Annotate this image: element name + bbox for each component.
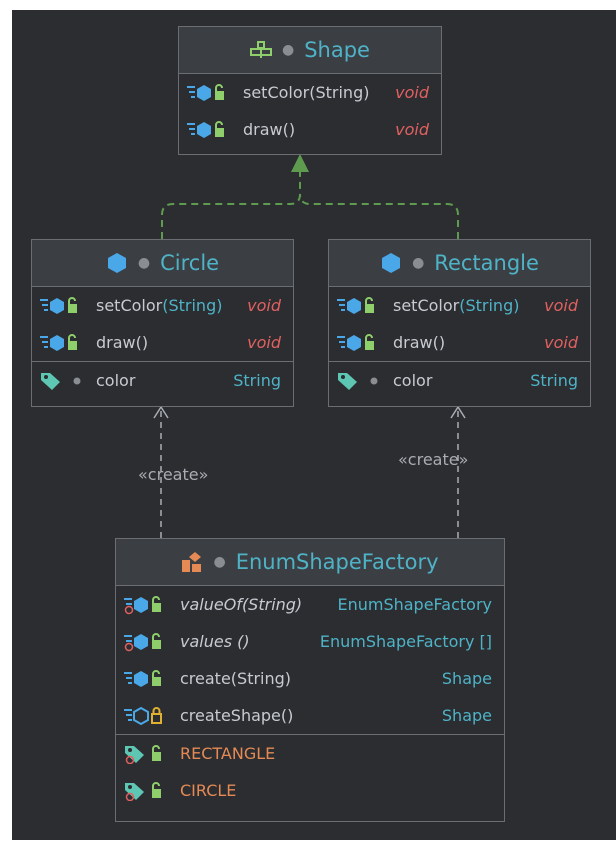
return-type: Shape xyxy=(441,669,492,688)
enum-icon xyxy=(182,552,202,572)
public-method-icon xyxy=(337,334,374,351)
visibility-dot-icon: ● xyxy=(137,255,151,271)
method-name: setColor xyxy=(243,83,310,102)
method-name: draw xyxy=(393,333,433,352)
circle-method-setcolor[interactable]: setColor(String) void xyxy=(32,287,293,324)
public-method-icon xyxy=(337,297,374,314)
method-params: (String) xyxy=(459,296,520,315)
method-name: setColor xyxy=(393,296,460,315)
field-tag-icon xyxy=(338,373,378,390)
interface-icon xyxy=(250,41,272,58)
shape-method-setcolor[interactable]: setColor(String) void xyxy=(179,74,441,111)
visibility-dot-icon: ● xyxy=(412,255,425,271)
circle-field-color[interactable]: color String xyxy=(32,361,293,399)
shape-header: ● Shape xyxy=(179,27,441,74)
method-params: () xyxy=(280,706,294,725)
method-params: () xyxy=(432,333,446,352)
field-name: color xyxy=(393,371,433,390)
factory-header: ● EnumShapeFactory xyxy=(116,539,504,586)
shape-method-draw[interactable]: draw() void xyxy=(179,111,441,148)
visibility-dot-icon: ● xyxy=(213,554,226,570)
public-method-icon xyxy=(40,334,77,351)
return-type: void xyxy=(395,120,429,139)
return-type: Shape xyxy=(441,706,492,725)
field-type: String xyxy=(233,371,281,390)
class-icon xyxy=(382,253,401,273)
rectangle-title: Rectangle xyxy=(434,251,539,275)
circle-class-box[interactable]: ● Circle setColor(String) void draw() vo… xyxy=(31,239,294,407)
rectangle-header: ● Rectangle xyxy=(329,240,590,287)
method-name: draw xyxy=(96,333,136,352)
enum-constant-icon xyxy=(125,745,161,764)
factory-title: EnumShapeFactory xyxy=(235,550,439,574)
circle-method-draw[interactable]: draw() void xyxy=(32,324,293,361)
method-params: (String) xyxy=(309,83,370,102)
method-params: () xyxy=(232,632,250,651)
visibility-dot-icon: ● xyxy=(282,42,295,58)
factory-method-createshape[interactable]: createShape() Shape xyxy=(116,697,504,734)
field-type: String xyxy=(530,371,578,390)
return-type: void xyxy=(247,296,281,315)
factory-constant-rectangle[interactable]: RECTANGLE xyxy=(116,734,504,772)
enumshapefactory-enum-box[interactable]: ● EnumShapeFactory valueOf(String) EnumS… xyxy=(115,538,505,822)
method-name: create xyxy=(180,669,231,688)
static-method-icon xyxy=(124,633,161,652)
dependency-arrow-rectangle xyxy=(450,405,466,419)
public-method-icon xyxy=(124,670,161,687)
public-method-icon xyxy=(187,84,224,101)
diagram-canvas: «create» «create» ● Shape setColor(Strin… xyxy=(12,10,616,840)
method-params: () xyxy=(135,333,149,352)
return-type: void xyxy=(395,83,429,102)
class-icon xyxy=(107,253,126,273)
create-label-circle: «create» xyxy=(138,465,209,484)
shape-title: Shape xyxy=(304,38,370,62)
create-label-rectangle: «create» xyxy=(398,450,469,469)
factory-method-valueof[interactable]: valueOf(String) EnumShapeFactory xyxy=(116,586,504,623)
method-params: (String) xyxy=(230,669,292,688)
constant-name: CIRCLE xyxy=(180,781,237,800)
factory-method-values[interactable]: values () EnumShapeFactory [] xyxy=(116,623,504,660)
realization-arrowhead xyxy=(291,154,309,172)
rectangle-class-box[interactable]: ● Rectangle setColor(String) void draw()… xyxy=(328,239,591,407)
return-type: EnumShapeFactory [] xyxy=(319,632,492,651)
rectangle-field-color[interactable]: color String xyxy=(329,361,590,399)
public-method-icon xyxy=(40,297,77,314)
relationship-lines xyxy=(153,154,466,538)
shape-interface-box[interactable]: ● Shape setColor(String) void draw() voi… xyxy=(178,26,442,155)
return-type: void xyxy=(247,333,281,352)
enum-constant-icon xyxy=(125,782,161,801)
rectangle-method-setcolor[interactable]: setColor(String) void xyxy=(329,287,590,324)
return-type: void xyxy=(544,296,578,315)
circle-header: ● Circle xyxy=(32,240,293,287)
static-method-icon xyxy=(124,596,161,615)
dependency-arrow-circle xyxy=(153,405,169,419)
method-name: draw xyxy=(243,120,283,139)
method-name: values xyxy=(180,632,233,651)
realization-line xyxy=(161,170,459,239)
field-tag-icon xyxy=(41,373,81,390)
factory-constant-circle[interactable]: CIRCLE xyxy=(116,772,504,809)
rectangle-method-draw[interactable]: draw() void xyxy=(329,324,590,361)
private-method-icon xyxy=(124,706,162,726)
return-type: void xyxy=(544,333,578,352)
circle-title: Circle xyxy=(160,251,220,275)
factory-method-create[interactable]: create(String) Shape xyxy=(116,660,504,697)
method-params: (String) xyxy=(241,595,303,614)
method-params: () xyxy=(282,120,296,139)
constant-name: RECTANGLE xyxy=(180,744,276,763)
method-params: (String) xyxy=(162,296,223,315)
method-name: valueOf xyxy=(180,595,242,614)
public-method-icon xyxy=(187,121,224,138)
return-type: EnumShapeFactory xyxy=(337,595,492,614)
method-name: createShape xyxy=(180,706,281,725)
method-name: setColor xyxy=(96,296,163,315)
field-name: color xyxy=(96,371,136,390)
